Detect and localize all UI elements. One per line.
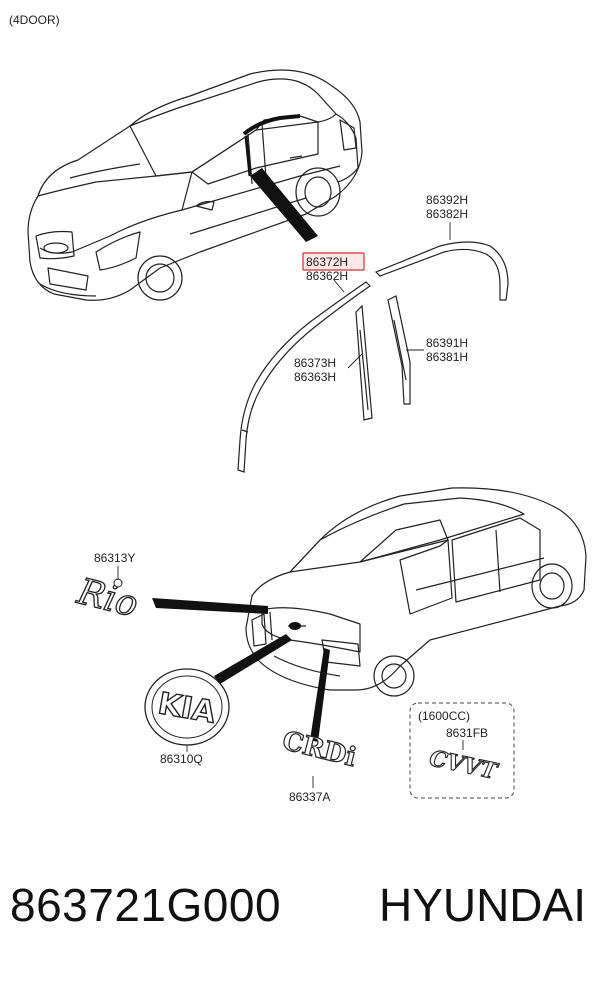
label-8631FB: 8631FB	[446, 726, 488, 740]
svg-text:CRDi: CRDi	[279, 726, 359, 773]
kia-badge-on-car	[289, 622, 301, 630]
pointer-crdi	[310, 648, 330, 742]
label-86381H: 86381H	[426, 350, 468, 364]
label-86363H: 86363H	[294, 370, 336, 384]
crdi-emblem-icon: CRDi	[279, 725, 360, 773]
car-front-view	[27, 69, 363, 301]
kia-emblem-icon: KIA	[144, 668, 230, 746]
label-86392H: 86392H	[426, 193, 468, 207]
cvvt-group-box	[409, 702, 515, 799]
label-86391H: 86391H	[426, 336, 468, 350]
pointer-wedge-top	[250, 168, 318, 242]
label-1600cc: (1600CC)	[418, 709, 470, 723]
label-86362H: 86362H	[306, 269, 348, 283]
highlight-box	[302, 252, 365, 271]
rio-emblem-icon: Rio	[72, 570, 143, 626]
car-rear-view	[245, 487, 587, 697]
label-86337A: 86337A	[289, 790, 330, 804]
label-86313Y: 86313Y	[94, 551, 135, 565]
brand-name: HYUNDAI	[378, 879, 586, 931]
svg-text:CVVT: CVVT	[427, 745, 501, 785]
svg-text:KIA: KIA	[155, 686, 219, 731]
emblem-dot	[113, 578, 123, 588]
label-86310Q: 86310Q	[160, 752, 203, 766]
label-86373H: 86373H	[294, 356, 336, 370]
cvvt-emblem-icon: CVVT	[427, 745, 502, 786]
molding-highlight-on-car	[242, 114, 301, 136]
pointer-rio	[152, 598, 268, 614]
svg-text:Rio: Rio	[73, 571, 142, 626]
molding-parts	[237, 241, 509, 473]
pointer-kia	[214, 634, 292, 684]
footer: 863721G000 HYUNDAI	[0, 878, 600, 948]
label-86382H: 86382H	[426, 207, 468, 221]
variant-label: (4DOOR)	[9, 13, 60, 27]
leader-lines-moldings	[333, 222, 451, 369]
molding-pillar-on-car	[244, 135, 252, 177]
label-86372H: 86372H	[306, 255, 348, 269]
part-number: 863721G000	[10, 879, 282, 931]
